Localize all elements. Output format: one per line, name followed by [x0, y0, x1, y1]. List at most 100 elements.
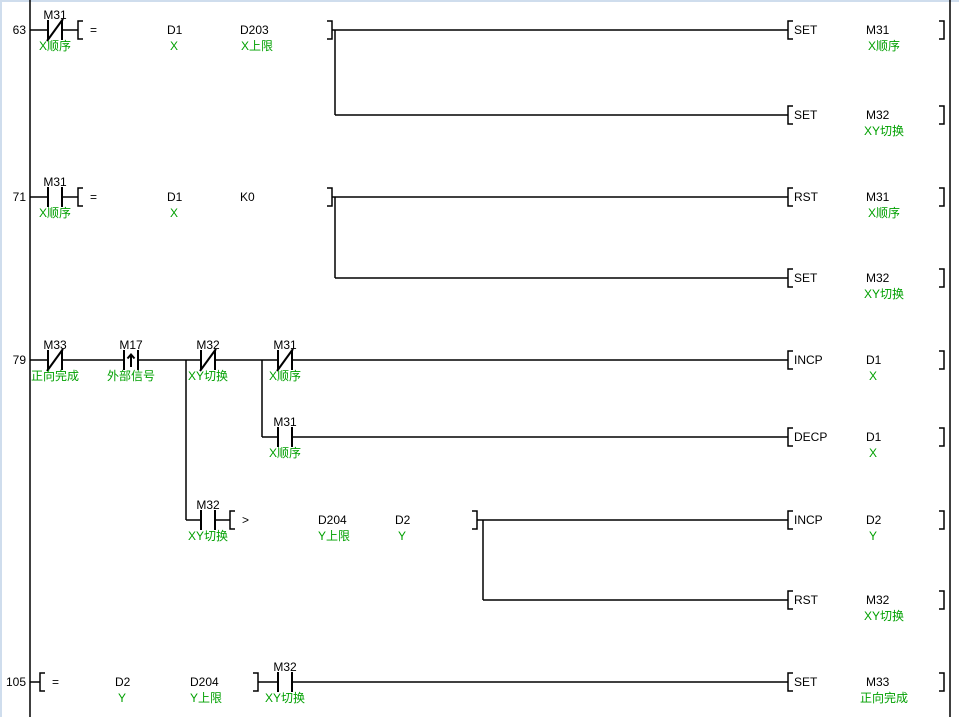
operand-comment: X [869, 369, 877, 383]
device-comment: XY切换 [188, 529, 228, 543]
instruction-set-m32[interactable]: SET M32 XY切换 [787, 105, 945, 138]
operand: D1 [167, 23, 183, 37]
contact-nc-m31[interactable]: M31 X顺序 [39, 8, 71, 53]
operand-comment: X顺序 [868, 205, 900, 220]
rung-105: 105 = D2 D204 Y Y上限 M32 XY切换 SET M33 正向完… [6, 660, 945, 705]
contact-nc-slash [46, 18, 64, 42]
device-comment: X顺序 [269, 368, 301, 383]
instruction-rst-m31[interactable]: RST M31 X顺序 [787, 187, 945, 220]
bracket-open [787, 268, 793, 288]
operand: M31 [866, 23, 890, 37]
device-label: M32 [196, 498, 220, 512]
bracket-open [787, 187, 793, 207]
instruction-set-m31[interactable]: SET M31 X顺序 [787, 20, 945, 53]
compare-block-eq[interactable]: = D1 D203 X X上限 [77, 20, 333, 53]
contact-nc-m31[interactable]: M31 X顺序 [269, 338, 301, 383]
contact-no-m32[interactable]: M32 XY切换 [265, 660, 305, 705]
bracket-open [77, 187, 83, 207]
step-number: 105 [6, 675, 26, 689]
instruction-set-m32[interactable]: SET M32 XY切换 [787, 268, 945, 301]
top-edge [0, 0, 959, 2]
compare-operator: > [242, 513, 249, 527]
operand: M32 [866, 593, 890, 607]
device-label: M31 [43, 175, 67, 189]
device-comment: X顺序 [269, 445, 301, 460]
left-edge [0, 0, 2, 717]
operand: D2 [866, 513, 882, 527]
instruction-rst-m32[interactable]: RST M32 XY切换 [787, 590, 945, 623]
device-comment: 正向完成 [31, 368, 79, 383]
bracket-close [939, 350, 945, 370]
compare-block-eq[interactable]: = D1 K0 X [77, 187, 333, 220]
operand: M32 [866, 108, 890, 122]
bracket-open [787, 590, 793, 610]
device-label: M33 [43, 338, 67, 352]
device-label: M17 [119, 338, 143, 352]
bracket-open [787, 20, 793, 40]
contact-nc-slash [276, 348, 294, 372]
mnemonic: DECP [794, 430, 827, 444]
operand-comment: XY切换 [864, 124, 904, 138]
mnemonic: SET [794, 23, 818, 37]
rung-63: 63 M31 X顺序 = D1 D203 X X上限 SET M31 X顺序 [13, 8, 945, 138]
bracket-close [327, 20, 333, 40]
bracket-close [939, 510, 945, 530]
operand: K0 [240, 190, 255, 204]
mnemonic: INCP [794, 513, 823, 527]
bracket-open [77, 20, 83, 40]
compare-operator: = [90, 23, 97, 37]
instruction-decp-d1[interactable]: DECP D1 X [787, 427, 945, 460]
bracket-close [327, 187, 333, 207]
operand: D1 [866, 430, 882, 444]
contact-nc-slash [46, 348, 64, 372]
operand-comment: Y上限 [190, 691, 222, 705]
contact-no-m32-branch[interactable]: M32 XY切换 [188, 498, 228, 543]
bracket-close [939, 20, 945, 40]
operand: M32 [866, 271, 890, 285]
operand-comment: Y上限 [318, 529, 350, 543]
instruction-incp-d2[interactable]: INCP D2 Y [787, 510, 945, 543]
instruction-incp-d1[interactable]: INCP D1 X [787, 350, 945, 383]
device-comment: X顺序 [39, 38, 71, 53]
instruction-set-m33[interactable]: SET M33 正向完成 [787, 672, 945, 705]
bracket-open [787, 350, 793, 370]
bracket-open [787, 105, 793, 125]
mnemonic: SET [794, 675, 818, 689]
operand-comment: Y [869, 529, 877, 543]
device-label: M31 [273, 415, 297, 429]
device-comment: 外部信号 [107, 368, 155, 383]
step-number: 71 [13, 190, 27, 204]
operand-comment: X [170, 39, 178, 53]
operand: D204 [190, 675, 219, 689]
contact-no-m31[interactable]: M31 X顺序 [39, 175, 71, 220]
operand-comment: X [170, 206, 178, 220]
contact-nc-slash [199, 348, 217, 372]
rung-71: 71 M31 X顺序 = D1 K0 X RST M31 X顺序 [13, 175, 945, 301]
mnemonic: RST [794, 593, 819, 607]
compare-block-eq[interactable]: = D2 D204 Y Y上限 [39, 672, 259, 705]
contact-nc-m32[interactable]: M32 XY切换 [188, 338, 228, 383]
compare-block-gt[interactable]: > D204 D2 Y上限 Y [229, 510, 478, 543]
rung-79: 79 M33 正向完成 M17 外部信号 M32 XY切换 [13, 338, 945, 623]
operand: D1 [866, 353, 882, 367]
device-label: M31 [273, 338, 297, 352]
bracket-open [39, 672, 45, 692]
bracket-open [787, 672, 793, 692]
contact-nc-m33[interactable]: M33 正向完成 [31, 338, 79, 383]
operand-comment: X顺序 [868, 38, 900, 53]
mnemonic: RST [794, 190, 819, 204]
operand: D1 [167, 190, 183, 204]
operand-comment: Y [398, 529, 406, 543]
operand: D204 [318, 513, 347, 527]
bracket-close [253, 672, 259, 692]
bracket-close [939, 427, 945, 447]
contact-pulse-m17[interactable]: M17 外部信号 [107, 338, 155, 383]
operand: D2 [395, 513, 411, 527]
device-label: M32 [196, 338, 220, 352]
bracket-open [787, 510, 793, 530]
bracket-close [939, 590, 945, 610]
operand-comment: X上限 [241, 39, 273, 53]
contact-no-m31-branch[interactable]: M31 X顺序 [269, 415, 301, 460]
